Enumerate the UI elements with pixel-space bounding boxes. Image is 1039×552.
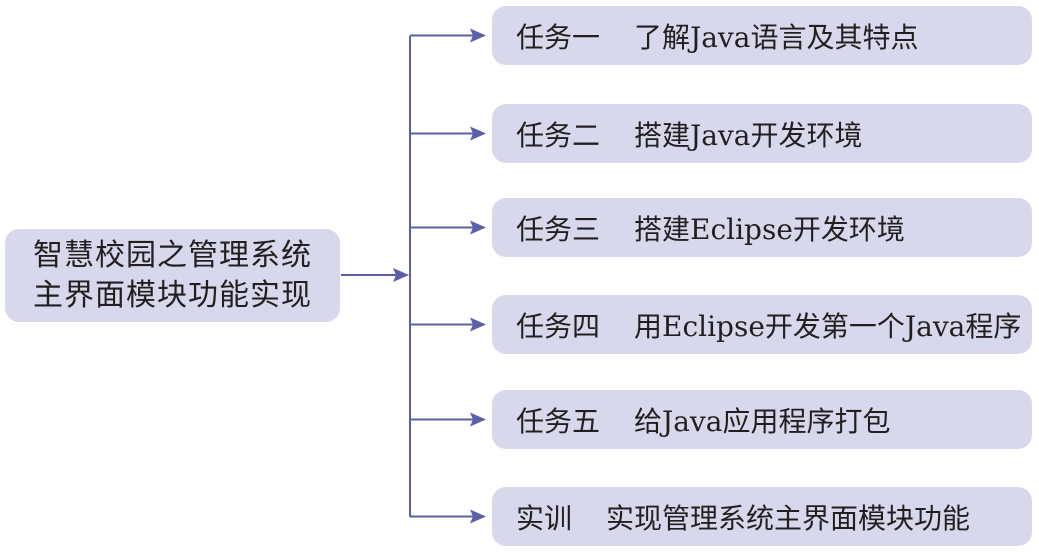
task-title: 给Java应用程序打包 [634,404,891,438]
task-node-2: 任务二 搭建Java开发环境 [492,104,1032,163]
task-prefix: 任务二 [516,118,601,152]
task-prefix: 任务一 [516,20,601,54]
task-title: 实现管理系统主界面模块功能 [606,501,971,535]
branch-arrowhead-icon [470,28,486,43]
task-prefix: 任务三 [516,212,601,246]
root-title-line1: 智慧校园之管理系统 [33,237,312,273]
task-title: 搭建Eclipse开发环境 [634,212,905,246]
task-title: 用Eclipse开发第一个Java程序 [634,309,1022,343]
branch-arrowhead-icon [470,126,486,141]
task-title: 搭建Java开发环境 [634,118,863,152]
task-node-3: 任务三 搭建Eclipse开发环境 [492,198,1032,257]
task-node-5: 任务五 给Java应用程序打包 [492,390,1032,449]
task-node-4: 任务四 用Eclipse开发第一个Java程序 [492,295,1032,354]
root-arrowhead-icon [393,268,409,282]
branch-arrowhead-icon [470,509,486,524]
branch-arrowhead-icon [470,220,486,235]
task-prefix: 任务四 [516,309,601,343]
task-prefix: 实训 [516,501,573,535]
root-title-line2: 主界面模块功能实现 [33,277,312,313]
root-node: 智慧校园之管理系统 主界面模块功能实现 [5,229,340,322]
task-node-6: 实训 实现管理系统主界面模块功能 [492,487,1032,546]
task-prefix: 任务五 [516,404,601,438]
branch-arrowhead-icon [470,412,486,427]
task-title: 了解Java语言及其特点 [634,20,919,54]
task-node-1: 任务一 了解Java语言及其特点 [492,6,1032,65]
branch-arrowhead-icon [470,317,486,332]
